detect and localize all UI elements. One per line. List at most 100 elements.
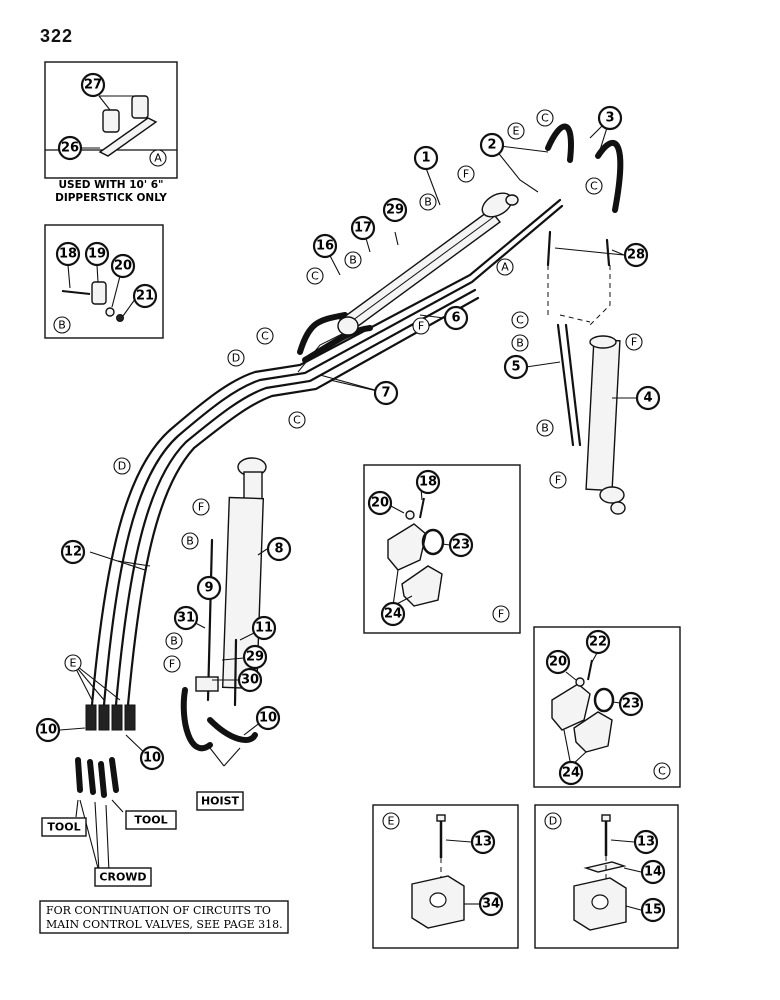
cylinder-6 <box>337 192 519 336</box>
letter-b: B <box>424 196 432 209</box>
footer-note: FOR CONTINUATION OF CIRCUITS TO MAIN CON… <box>39 900 289 934</box>
callout-12: 12 <box>60 539 86 565</box>
letter-e: E <box>388 815 395 828</box>
tool-label-text: TOOL <box>47 821 80 834</box>
callout-13-label: 13 <box>637 835 655 850</box>
callout-7: 7 <box>373 380 399 406</box>
inset-a-box <box>44 61 178 179</box>
inset-e-letter: E <box>382 812 400 830</box>
inset-b-box <box>44 224 164 339</box>
letter-f: F <box>418 320 424 333</box>
letter-c: C <box>516 314 524 327</box>
letter-f: F <box>631 336 637 349</box>
inset-f-box <box>363 464 521 634</box>
inset-d-letter: D <box>544 812 562 830</box>
callout-26: 26 <box>57 135 83 161</box>
callout-15: 15 <box>640 897 666 923</box>
inset-a-letter: A <box>149 149 167 167</box>
callout-19-label: 19 <box>88 247 106 262</box>
clip-part <box>91 281 107 305</box>
callout-7-label: 7 <box>381 386 390 401</box>
callout-10-label: 10 <box>143 751 161 766</box>
hoist-label-text: HOIST <box>201 795 240 808</box>
callout-21-label: 21 <box>136 289 154 304</box>
callout-24: 24 <box>558 760 584 786</box>
letter-a: A <box>154 152 162 165</box>
letter-c: C <box>261 330 269 343</box>
letter-e: E <box>70 657 77 670</box>
callout-10-label: 10 <box>259 711 277 726</box>
letter-marker: B <box>511 334 529 352</box>
letter-b: B <box>186 535 194 548</box>
cylinder-4 <box>546 230 626 515</box>
callout-16-label: 16 <box>316 239 334 254</box>
letter-marker: D <box>113 457 131 475</box>
callout-29: 29 <box>382 197 408 223</box>
cylinder-4-body <box>585 338 621 492</box>
letter-c: C <box>541 112 549 125</box>
crowd-label: CROWD <box>94 867 152 887</box>
letter-c: C <box>293 414 301 427</box>
letter-f: F <box>198 501 204 514</box>
letter-marker: F <box>625 333 643 351</box>
letter-marker: B <box>165 632 183 650</box>
letter-c: C <box>590 180 598 193</box>
callout-18: 18 <box>415 469 441 495</box>
callout-18-label: 18 <box>419 475 437 490</box>
callout-31-label: 31 <box>177 611 195 626</box>
clamp-part <box>102 109 120 133</box>
letter-marker: B <box>536 419 554 437</box>
callout-9-label: 9 <box>204 581 213 596</box>
callout-2: 2 <box>479 132 505 158</box>
callout-29-label: 29 <box>246 650 264 665</box>
callout-9: 9 <box>196 575 222 601</box>
letter-f: F <box>498 608 504 621</box>
callout-3: 3 <box>597 105 623 131</box>
callout-4: 4 <box>635 385 661 411</box>
callout-19: 19 <box>84 241 110 267</box>
letter-marker: C <box>256 327 274 345</box>
letter-f: F <box>463 168 469 181</box>
callout-26-label: 26 <box>61 141 79 156</box>
callout-20: 20 <box>367 490 393 516</box>
tube-end-fittings <box>75 704 136 798</box>
callout-5-label: 5 <box>511 360 520 375</box>
inset-b: 18 19 20 21 B <box>44 224 164 339</box>
letter-c: C <box>311 270 319 283</box>
callout-14: 14 <box>640 859 666 885</box>
callout-8: 8 <box>266 536 292 562</box>
callout-13: 13 <box>633 829 659 855</box>
callout-22: 22 <box>585 629 611 655</box>
letter-f: F <box>555 474 561 487</box>
letter-marker: C <box>511 311 529 329</box>
hoist-label: HOIST <box>196 791 244 811</box>
callout-11-label: 11 <box>255 621 273 636</box>
letter-marker: B <box>181 532 199 550</box>
rail-part <box>98 117 158 157</box>
callout-20: 20 <box>545 649 571 675</box>
flange-half <box>387 523 427 571</box>
callout-24: 24 <box>380 601 406 627</box>
letter-b: B <box>349 254 357 267</box>
inset-f-letter: F <box>492 605 510 623</box>
letter-f: F <box>169 658 175 671</box>
inset-a-note-line2: DIPPERSTICK ONLY <box>55 192 167 204</box>
inset-d: 13 14 15 D <box>534 804 679 949</box>
letter-marker: C <box>585 177 603 195</box>
callout-10: 10 <box>35 717 61 743</box>
callout-11: 11 <box>251 615 277 641</box>
inset-c-box <box>533 626 681 788</box>
letter-d: D <box>118 460 126 473</box>
letter-marker: B <box>419 193 437 211</box>
callout-21: 21 <box>132 283 158 309</box>
footer-note-line2: MAIN CONTROL VALVES, SEE PAGE 318. <box>46 918 283 931</box>
letter-b: B <box>58 319 66 332</box>
callout-29: 29 <box>242 644 268 670</box>
tool-label-left: TOOL <box>41 817 87 837</box>
callout-10: 10 <box>255 705 281 731</box>
inset-e: 13 34 E <box>372 804 519 949</box>
callout-29-label: 29 <box>386 203 404 218</box>
callout-1-label: 1 <box>421 151 430 166</box>
callout-20-label: 20 <box>549 655 567 670</box>
